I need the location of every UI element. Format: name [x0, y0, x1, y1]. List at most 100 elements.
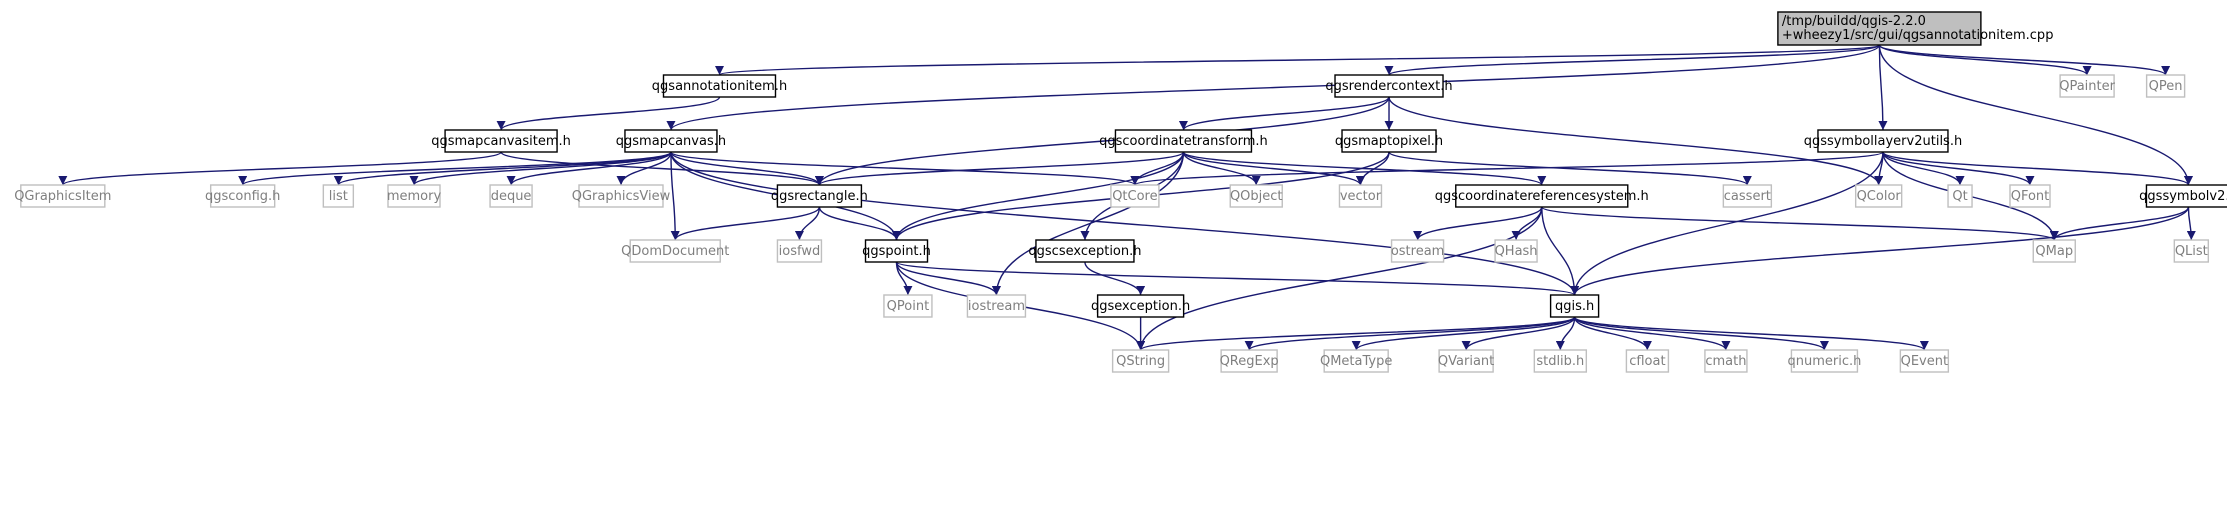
node-box — [578, 184, 664, 208]
edge-qgscoordinatetransform_h-to-QObject — [1182, 151, 1261, 186]
node-qgscoordinatereferencesystem_h[interactable]: qgscoordinatereferencesystem.h — [1435, 184, 1649, 208]
node-box — [1817, 129, 1949, 153]
node-box — [2009, 184, 2051, 208]
edge-root-to-QPen — [1878, 44, 2170, 76]
node-box — [624, 129, 718, 153]
node-cfloat: cfloat — [1625, 349, 1670, 373]
edge-qgsmapcanvas_h-to-deque — [506, 151, 672, 186]
node-label: QtCore — [1112, 189, 1157, 204]
node-box — [1220, 349, 1278, 373]
node-QtCore: QtCore — [1110, 184, 1160, 208]
edge-qgsmaptopixel_h-to-cassert — [1388, 151, 1752, 186]
node-box — [1704, 349, 1748, 373]
node-qgsexception_h[interactable]: qgsexception.h — [1091, 294, 1190, 318]
node-Qt: Qt — [1947, 184, 1973, 208]
node-box — [2173, 239, 2210, 263]
node-box — [1455, 184, 1629, 208]
node-QRegExp: QRegExp — [1220, 349, 1279, 373]
node-box — [1111, 349, 1170, 373]
edge-qgis_h-to-cmath — [1573, 316, 1731, 351]
node-box — [1114, 129, 1253, 153]
edge-qgsrendercontext_h-to-QColor — [1388, 96, 1884, 186]
node-QDomDocument: QDomDocument — [621, 239, 729, 263]
edge-qgsrectangle_h-to-qgspoint_h — [818, 206, 901, 241]
node-QGraphicsView: QGraphicsView — [572, 184, 671, 208]
edge-qgsmapcanvas_h-to-list — [334, 151, 672, 186]
node-label: qgscoordinatereferencesystem.h — [1435, 189, 1649, 204]
node-qgsmapcanvasitem_h[interactable]: qgsmapcanvasitem.h — [431, 129, 571, 153]
node-box — [864, 239, 929, 263]
edge-root-to-qgsrendercontext_h — [1384, 44, 1881, 76]
node-QVariant: QVariant — [1438, 349, 1494, 373]
edge-qgsrendercontext_h-to-qgsrectangle_h — [815, 96, 1390, 186]
edge-qgsrectangle_h-to-QDomDocument — [670, 206, 821, 241]
node-box — [1035, 239, 1135, 263]
node-box — [1533, 349, 1588, 373]
node-box — [1323, 349, 1389, 373]
edge-qgis_h-to-qnumeric_h — [1573, 316, 1829, 351]
edge-qgssymbollayerv2utils_h-to-Qt — [1882, 151, 1965, 186]
edge-qgscoordinatetransform_h-to-qgspoint_h — [892, 151, 1185, 241]
edges-layer — [58, 44, 2196, 351]
node-label: qnumeric.h — [1787, 354, 1861, 369]
node-qgsrectangle_h[interactable]: qgsrectangle.h — [771, 184, 868, 208]
edge-qgis_h-to-QRegExp — [1244, 316, 1576, 351]
node-label: qgspoint.h — [862, 244, 931, 259]
edge-qgis_h-to-stdlib_h — [1555, 316, 1576, 351]
node-QColor: QColor — [1854, 184, 1903, 208]
node-qgsannotationitem_h[interactable]: qgsannotationitem.h — [652, 74, 787, 98]
edge-qgsannotationitem_h-to-qgsmapcanvasitem_h — [496, 96, 721, 131]
node-qgsconfig_h: qgsconfig.h — [205, 184, 280, 208]
node-label: QColor — [1857, 189, 1902, 204]
node-box — [1110, 184, 1160, 208]
node-label: qgssymbolv2.h — [2139, 189, 2227, 204]
node-box — [1947, 184, 1973, 208]
node-box — [209, 184, 276, 208]
node-qgsmaptopixel_h[interactable]: qgsmaptopixel.h — [1335, 129, 1443, 153]
node-label: QDomDocument — [621, 244, 729, 259]
node-label: QObject — [1230, 189, 1283, 204]
node-label: QPen — [2149, 79, 2183, 94]
node-box — [322, 184, 355, 208]
node-QFont: QFont — [2009, 184, 2051, 208]
node-qgscoordinatetransform_h[interactable]: qgscoordinatetransform.h — [1099, 129, 1268, 153]
node-qgsrendercontext_h[interactable]: qgsrendercontext.h — [1325, 74, 1453, 98]
edge-qgscoordinatetransform_h-to-qgsrectangle_h — [815, 151, 1185, 186]
node-box — [489, 184, 533, 208]
node-label: iostream — [968, 299, 1025, 314]
node-label: qgsconfig.h — [205, 189, 280, 204]
edge-qgscoordinatereferencesystem_h-to-QString — [1136, 206, 1543, 351]
edge-root-to-qgssymbolv2_h — [1878, 44, 2193, 186]
node-iosfwd: iosfwd — [776, 239, 823, 263]
node-qgis_h[interactable]: qgis.h — [1549, 294, 1600, 318]
node-qgsmapcanvas_h[interactable]: qgsmapcanvas.h — [616, 129, 726, 153]
edge-qgsmapcanvas_h-to-qgsconfig_h — [238, 151, 672, 186]
node-stdlib_h: stdlib.h — [1533, 349, 1588, 373]
edge-qgsmapcanvas_h-to-QGraphicsView — [616, 151, 672, 186]
edge-qgsmapcanvas_h-to-qgsrectangle_h — [670, 151, 824, 186]
node-box — [1334, 74, 1444, 98]
node-label: QList — [2175, 244, 2208, 259]
edge-qgscoordinatereferencesystem_h-to-ostream — [1413, 206, 1543, 241]
node-label: stdlib.h — [1536, 354, 1584, 369]
node-QMap: QMap — [2032, 239, 2076, 263]
edge-qgis_h-to-QString — [1136, 316, 1576, 351]
node-root[interactable]: /tmp/buildd/qgis-2.2.0+wheezy1/src/gui/q… — [1777, 11, 2054, 46]
node-label: qgsmaptopixel.h — [1335, 134, 1443, 149]
edge-qgis_h-to-QEvent — [1573, 316, 1929, 351]
node-qgssymbolv2_h[interactable]: qgssymbolv2.h — [2139, 184, 2227, 208]
node-label: vector — [1340, 189, 1382, 204]
node-box — [2032, 239, 2076, 263]
node-label: ostream — [1391, 244, 1445, 259]
node-qgssymbollayerv2utils_h[interactable]: qgssymbollayerv2utils.h — [1804, 129, 1963, 153]
node-label: qgsrectangle.h — [771, 189, 868, 204]
node-box — [20, 184, 106, 208]
edge-qgssymbollayerv2utils_h-to-qgis_h — [1570, 151, 1884, 296]
node-qgspoint_h[interactable]: qgspoint.h — [862, 239, 931, 263]
node-QPen: QPen — [2145, 74, 2186, 98]
node-qgscsexception_h[interactable]: qgscsexception.h — [1028, 239, 1142, 263]
edge-qgscoordinatereferencesystem_h-to-qgis_h — [1541, 206, 1580, 296]
edge-qgssymbolv2_h-to-QList — [2186, 206, 2196, 241]
node-label: +wheezy1/src/gui/qgsannotationitem.cpp — [1782, 28, 2054, 43]
node-QList: QList — [2173, 239, 2210, 263]
